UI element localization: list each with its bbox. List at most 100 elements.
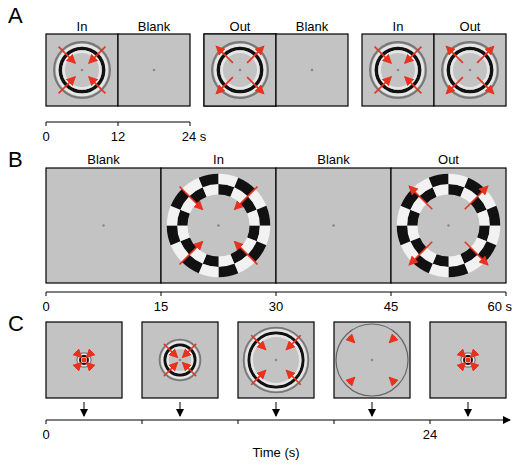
stimulus-frame: [118, 34, 190, 106]
motion-arrow: [217, 77, 233, 93]
motion-arrow: [471, 353, 475, 357]
motion-arrow: [82, 358, 87, 363]
ring-band: [82, 358, 87, 363]
ring-band: [54, 42, 110, 98]
axis-tick: [238, 420, 239, 424]
ring-band: [57, 45, 107, 95]
motion-arrow: [390, 378, 396, 384]
fixation-dot: [469, 69, 472, 72]
time-value: 30: [269, 300, 283, 313]
condition-label: Blank: [317, 153, 350, 166]
checker-wedge: [257, 206, 271, 226]
ring-band: [373, 45, 423, 95]
axis-tick: [46, 420, 47, 424]
checker-wedge: [429, 174, 449, 188]
motion-arrow: [349, 378, 355, 384]
stimulus-frame: [362, 34, 434, 106]
condition-label: In: [393, 20, 404, 33]
motion-arrow: [183, 344, 196, 357]
motion-arrow: [477, 77, 493, 93]
condition-label: Blank: [296, 20, 329, 33]
axis-tick: [430, 420, 431, 424]
axis-tick: [118, 122, 119, 126]
ring-band: [246, 330, 305, 389]
motion-arrow: [179, 242, 202, 265]
stimulus-frame: [46, 168, 161, 283]
ring-band: [162, 342, 197, 377]
ring-band: [461, 353, 475, 367]
motion-arrow: [405, 47, 421, 63]
stimulus-frame: [391, 168, 506, 283]
fixation-dot: [311, 69, 314, 72]
motion-arrow: [375, 47, 391, 63]
checker-wedge: [199, 174, 219, 188]
axis-tick: [276, 292, 277, 296]
stimulus-frame: [142, 322, 218, 398]
condition-label: In: [213, 153, 224, 166]
time-value: 0: [42, 300, 49, 313]
motion-arrow: [465, 186, 488, 209]
motion-arrow: [287, 335, 301, 349]
stimulus-frame: [46, 322, 122, 398]
motion-arrow: [287, 371, 301, 385]
axis-tick: [506, 292, 507, 296]
fixation-dot: [179, 359, 182, 362]
motion-arrow: [349, 337, 355, 343]
axis-title: Time (s): [252, 446, 299, 459]
motion-arrow: [409, 186, 432, 209]
sample-arrow: [180, 402, 181, 416]
motion-arrow: [59, 47, 75, 63]
ring-band: [464, 356, 472, 364]
fixation-dot: [239, 69, 242, 72]
motion-arrow: [87, 353, 91, 357]
time-value: 60 s: [487, 300, 512, 313]
motion-arrow: [235, 186, 258, 209]
checker-wedge: [219, 264, 239, 278]
ring-band: [160, 340, 201, 381]
motion-arrow: [251, 335, 265, 349]
motion-arrow: [447, 77, 463, 93]
axis-tick: [142, 420, 143, 424]
condition-label: In: [77, 20, 88, 33]
motion-arrow: [461, 353, 465, 357]
checker-wedge: [182, 178, 203, 197]
motion-arrow: [89, 77, 105, 93]
stimulus-frame: [46, 34, 118, 106]
fixation-dot: [275, 359, 278, 362]
motion-arrow: [77, 363, 81, 367]
sample-arrow: [84, 402, 85, 416]
checker-wedge: [401, 241, 420, 262]
motion-arrow: [390, 337, 396, 343]
stimulus-frame: [204, 34, 276, 106]
ring-band: [77, 353, 91, 367]
sample-arrow: [372, 402, 373, 416]
motion-arrow: [465, 242, 488, 265]
motion-arrow: [375, 77, 391, 93]
stimulus-frame: [434, 34, 506, 106]
fixation-dot: [447, 224, 450, 227]
motion-arrow: [405, 77, 421, 93]
ring-band: [336, 324, 408, 396]
motion-arrow: [409, 242, 432, 265]
ring-band: [215, 45, 265, 95]
ring-band: [249, 333, 303, 387]
stimulus-frame: [334, 322, 410, 398]
motion-arrow: [77, 353, 81, 357]
ring-band: [80, 356, 88, 364]
motion-arrow: [164, 363, 177, 376]
ring-band: [244, 328, 309, 393]
condition-label: Out: [460, 20, 481, 33]
stimulus-frame: [430, 322, 506, 398]
panel-letter: B: [8, 149, 23, 171]
time-value: 0: [42, 428, 49, 441]
motion-arrow: [447, 47, 463, 63]
checker-wedge: [478, 189, 497, 210]
sample-arrow: [276, 402, 277, 416]
checker-wedge: [412, 178, 433, 197]
motion-arrow: [164, 344, 177, 357]
checker-wedge: [248, 189, 267, 210]
stimulus-frame: [276, 34, 348, 106]
time-value: 24 s: [182, 130, 207, 143]
time-axis: [46, 420, 510, 421]
